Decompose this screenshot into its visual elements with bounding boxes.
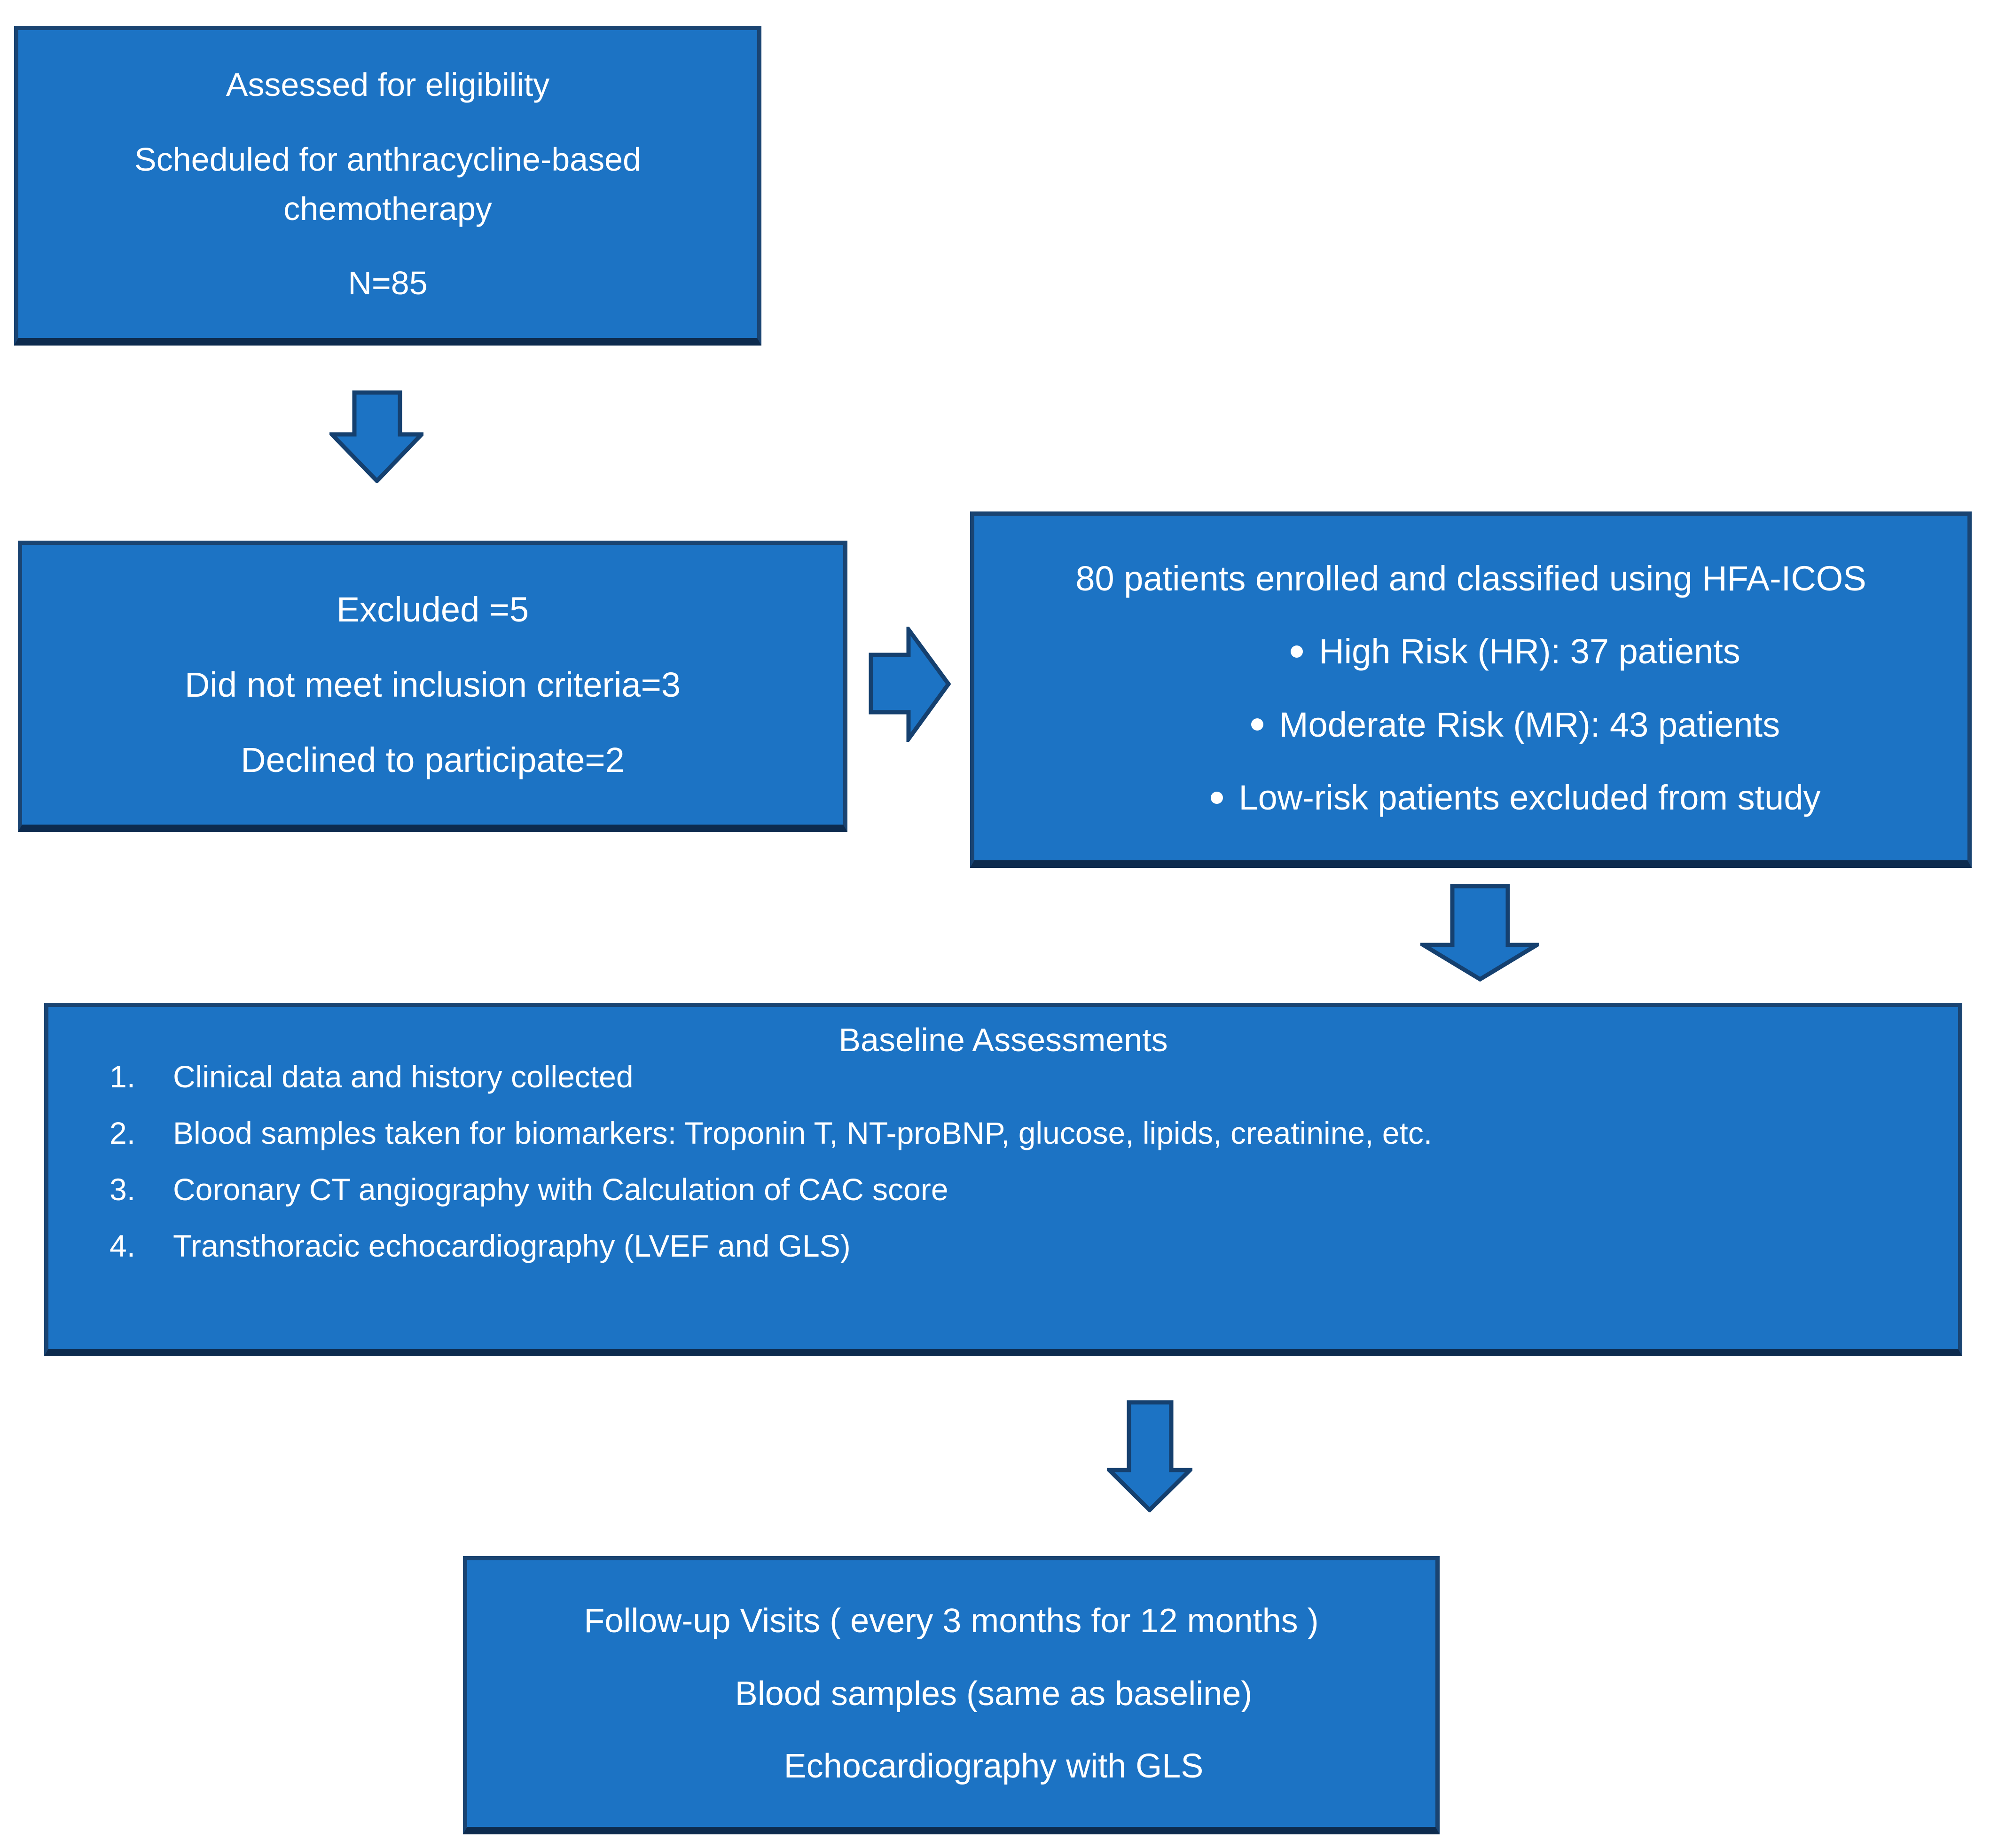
baseline-item-3: Coronary CT angiography with Calculation… <box>110 1172 1930 1207</box>
baseline-item-2: Blood samples taken for biomarkers: Trop… <box>110 1115 1930 1151</box>
baseline-list: Clinical data and history collected Bloo… <box>77 1059 1930 1264</box>
enrolled-bullet-label: Low-risk patients excluded from study <box>1238 778 1821 818</box>
assessed-line-2: Scheduled for anthracycline-based chemot… <box>134 141 641 227</box>
enrolled-bullet-label: High Risk (HR): 37 patients <box>1319 632 1740 671</box>
baseline-item-label: Blood samples taken for biomarkers: Trop… <box>173 1116 1433 1150</box>
followup-line-1: Follow-up Visits ( every 3 months for 12… <box>584 1602 1319 1640</box>
box-followup-visits: Follow-up Visits ( every 3 months for 12… <box>463 1556 1440 1834</box>
followup-line-2: Blood samples (same as baseline) <box>735 1675 1253 1713</box>
bullet-dot-icon <box>1251 718 1263 731</box>
enrolled-bullet-label: Moderate Risk (MR): 43 patients <box>1279 705 1780 744</box>
assessed-line-1: Assessed for eligibility <box>226 66 550 103</box>
baseline-title: Baseline Assessments <box>838 1022 1168 1058</box>
enrolled-title: 80 patients enrolled and classified usin… <box>1075 558 1866 598</box>
box-excluded: Excluded =5 Did not meet inclusion crite… <box>18 541 847 832</box>
excluded-line-1: Excluded =5 <box>336 590 529 629</box>
arrow-down-assessed-to-excluded-icon <box>329 390 423 483</box>
excluded-line-2: Did not meet inclusion criteria=3 <box>184 665 681 704</box>
excluded-line-3: Declined to participate=2 <box>241 740 625 779</box>
followup-line-3: Echocardiography with GLS <box>784 1747 1204 1785</box>
arrow-down-enrolled-to-baseline-icon <box>1420 884 1539 982</box>
baseline-item-4: Transthoracic echocardiography (LVEF and… <box>110 1228 1930 1264</box>
bullet-dot-icon <box>1210 791 1223 804</box>
baseline-item-1: Clinical data and history collected <box>110 1059 1930 1094</box>
box-baseline-assessments: Baseline Assessments Clinical data and h… <box>44 1003 1962 1356</box>
enrolled-bullet-low-risk: Low-risk patients excluded from study <box>1045 778 1986 818</box>
baseline-item-label: Coronary CT angiography with Calculation… <box>173 1172 948 1207</box>
enrolled-bullet-high-risk: High Risk (HR): 37 patients <box>1045 631 1986 671</box>
bullet-dot-icon <box>1291 645 1303 658</box>
arrow-right-excluded-to-enrolled-icon <box>869 627 951 742</box>
baseline-item-label: Clinical data and history collected <box>173 1059 634 1094</box>
enrolled-bullet-moderate-risk: Moderate Risk (MR): 43 patients <box>1045 705 1986 745</box>
box-enrolled-classified: 80 patients enrolled and classified usin… <box>970 511 1972 868</box>
box-assessed-eligibility: Assessed for eligibility Scheduled for a… <box>14 26 761 346</box>
arrow-down-baseline-to-followup-icon <box>1107 1400 1192 1512</box>
baseline-item-label: Transthoracic echocardiography (LVEF and… <box>173 1228 851 1263</box>
assessed-line-3: N=85 <box>348 265 428 302</box>
